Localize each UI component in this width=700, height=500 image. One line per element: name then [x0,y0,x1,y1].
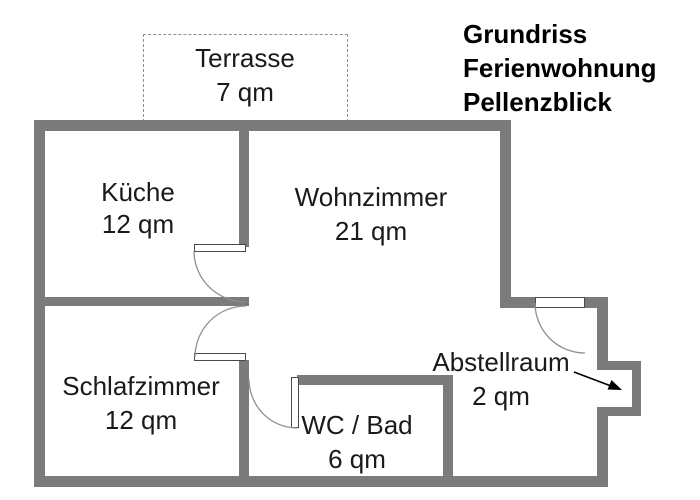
room-name-abstellraum: Abstellraum [432,347,570,377]
wall-right-upper [500,120,511,308]
room-name-wcbad: WC / Bad [301,410,413,440]
room-name-kueche: Küche [101,177,175,207]
room-area-kueche: 12 qm [101,209,175,239]
niche-wall-top [597,361,641,370]
door-arc-schlafzimmer [194,305,247,358]
wall-step-right [585,297,608,308]
wall-top [34,120,511,131]
room-name-wohnzimmer: Wohnzimmer [294,182,448,212]
room-name-terrasse: Terrasse [195,43,295,73]
room-area-terrasse: 7 qm [216,77,274,107]
wall-bottom [34,476,608,487]
abstellraum-arrow-head [607,380,622,390]
abstellraum-arrow-line [573,371,612,387]
wall-right-lower-b [597,407,608,487]
plan-title-line-3: Pellenzblick [463,87,612,117]
door-leaf-flur [535,297,585,308]
wall-right-lower-a [597,297,608,370]
plan-title-line-1: Grundriss [463,19,588,49]
room-area-abstellraum: 2 qm [472,381,530,411]
wall-schlafzimmer-flur [239,360,249,487]
door-arc-kueche [193,250,247,303]
niche-wall-bottom [597,407,641,416]
room-area-wcbad: 6 qm [328,444,386,474]
wall-step-left [500,297,535,308]
room-label-wcbad: WC / Bad 6 qm [301,408,412,476]
room-label-wohnzimmer: Wohnzimmer 21 qm [295,180,448,248]
wall-kueche-wohnzimmer [239,120,249,247]
wall-wcbad-top [297,375,453,385]
wall-wcbad-right [443,375,453,487]
room-label-schlafzimmer: Schlafzimmer 12 qm [62,369,219,437]
door-arc-wcbad [248,378,298,429]
room-label-kueche: Küche 12 qm [101,176,175,240]
wall-kueche-schlafzimmer [34,297,249,306]
room-label-terrasse: Terrasse 7 qm [195,41,295,109]
plan-title: Grundriss Ferienwohnung Pellenzblick [463,17,657,119]
niche-wall-right [632,361,641,416]
door-leaf-schlafzimmer [194,353,246,361]
room-area-wohnzimmer: 21 qm [334,216,408,246]
room-name-schlafzimmer: Schlafzimmer [62,371,220,401]
plan-title-line-2: Ferienwohnung [463,53,657,83]
room-label-abstellraum: Abstellraum 2 qm [432,345,569,413]
door-leaf-wcbad [291,377,299,428]
room-area-schlafzimmer: 12 qm [104,405,178,435]
door-leaf-kueche [194,244,246,252]
